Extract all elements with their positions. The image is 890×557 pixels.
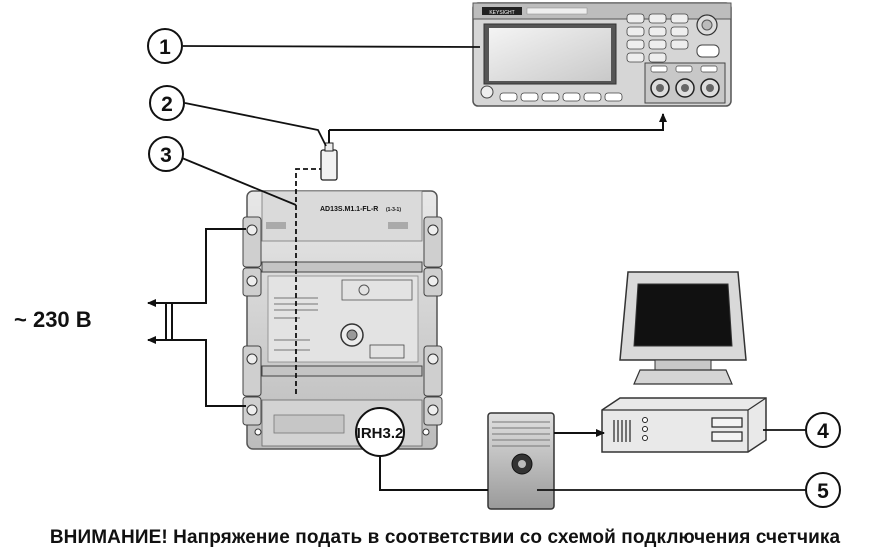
keysight-logo (482, 7, 522, 15)
meter-model-suffix: (1-3-1) (386, 207, 401, 213)
power-supply-lines (147, 228, 246, 407)
pulse-output-dashed-line (295, 168, 321, 394)
meter-lcd (369, 344, 405, 359)
computer (601, 271, 767, 453)
computer-monitor (619, 271, 747, 385)
warning-note: ВНИМАНИЕ! Напряжение подать в соответств… (49, 527, 841, 548)
generator-brand-label: KEYSIGHT (489, 10, 514, 16)
arrow-keys (696, 44, 720, 58)
optical-head: IRH3.2 (355, 407, 405, 457)
callout-3: 3 (148, 136, 184, 172)
callout-2: 2 (149, 85, 185, 121)
callout-4-label: 4 (817, 420, 829, 443)
generator-output-connectors (650, 65, 720, 98)
generator-softkeys (499, 92, 623, 102)
callout-leader-lines (181, 45, 806, 491)
callout-3-label: 3 (160, 144, 172, 167)
pulse-output-probe (320, 130, 338, 181)
generator-keypad (626, 13, 689, 63)
computer-system-unit (601, 397, 767, 453)
signal-generator: KEYSIGHT (472, 2, 732, 107)
optical-interface-converter (487, 412, 555, 510)
callout-1: 1 (147, 28, 183, 64)
callout-5-label: 5 (817, 480, 829, 503)
screw-icons (246, 224, 439, 416)
probe-to-generator-line (329, 113, 667, 131)
supply-voltage-label: ~ 230 В (14, 307, 92, 332)
callout-2-label: 2 (161, 93, 173, 116)
meter-model-label: AD13S.M1.1-FL-R (320, 206, 378, 213)
power-button (480, 85, 494, 99)
optical-head-cable (379, 456, 488, 491)
callout-5: 5 (805, 472, 841, 508)
electricity-meter: AD13S.M1.1-FL-R (1-3-1) (242, 190, 443, 450)
callout-4: 4 (805, 412, 841, 448)
wiring-scheme-diagram (341, 279, 413, 301)
optical-head-label: IRH3.2 (357, 425, 404, 442)
callout-1-label: 1 (159, 36, 171, 59)
generator-screen (489, 28, 611, 81)
